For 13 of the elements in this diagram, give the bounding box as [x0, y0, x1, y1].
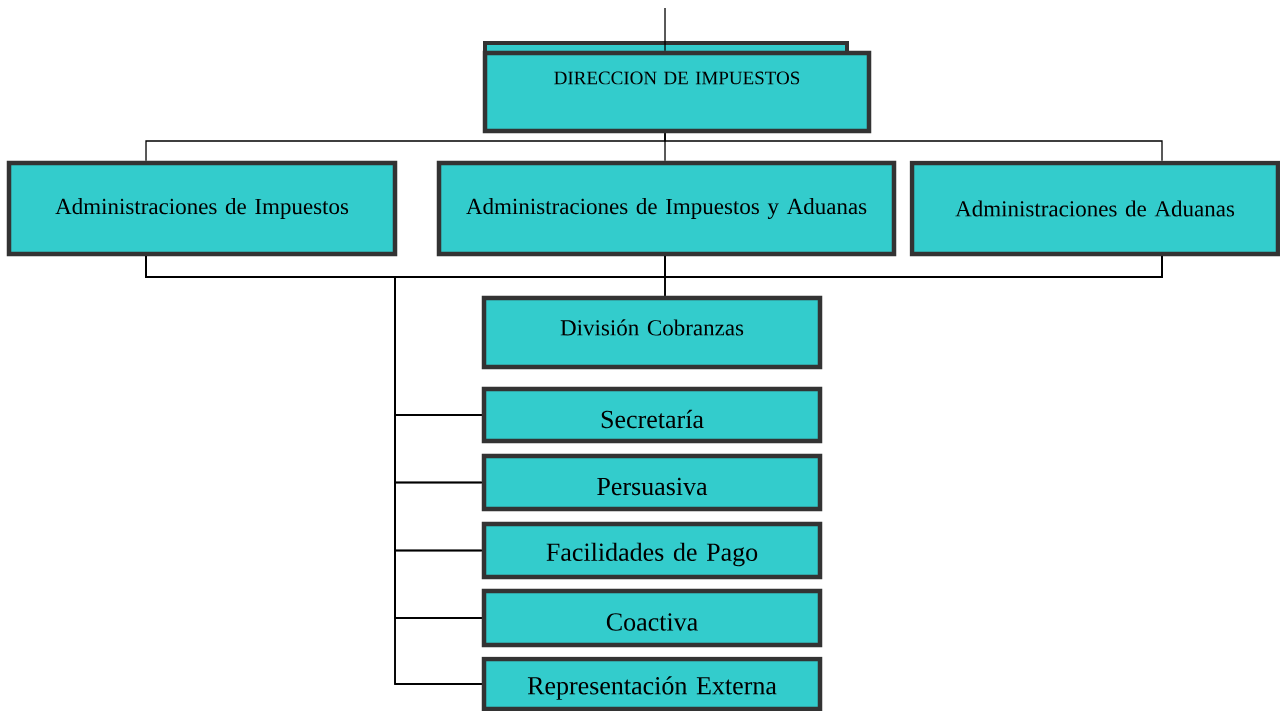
org-box: Administraciones de Impuestos y Aduanas	[436, 160, 897, 257]
org-box: División Cobranzas	[481, 295, 823, 370]
org-box: Persuasiva	[481, 453, 823, 512]
org-box: Facilidades de Pago	[481, 521, 823, 580]
org-box: Administraciones de Impuestos	[6, 160, 398, 257]
connector-line	[664, 132, 1163, 162]
org-box: Coactiva	[481, 588, 823, 648]
org-box: Administraciones de Aduanas	[909, 160, 1280, 257]
org-box: DIRECCION DE IMPUESTOS	[482, 41, 872, 134]
org-box: Secretaría	[481, 386, 823, 444]
org-box: Representación Externa	[481, 656, 823, 711]
connector-line	[394, 255, 1163, 685]
connector-line	[664, 7, 666, 52]
